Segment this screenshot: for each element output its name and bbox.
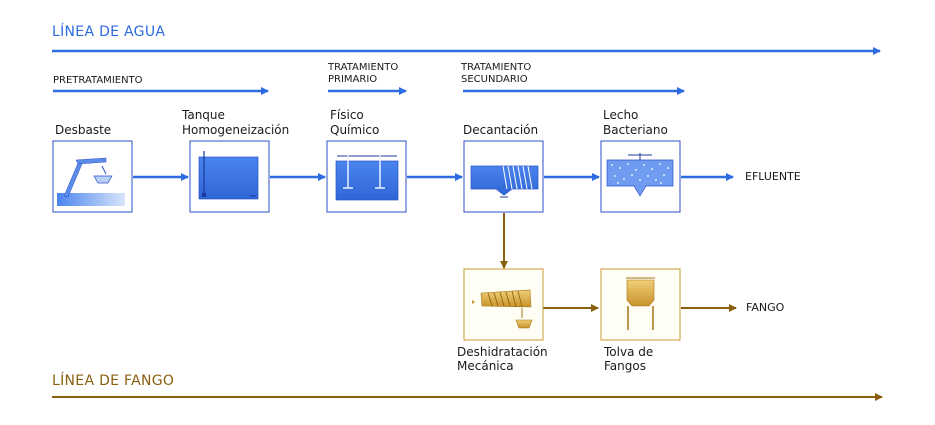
stage-primario-label-1: TRATAMIENTO: [328, 62, 399, 73]
desbaste-label: Desbaste: [55, 123, 112, 137]
efluente-label: EFLUENTE: [745, 170, 801, 183]
lecho-bacteriano-box: [600, 140, 681, 213]
tanque-label-1: Tanque: [182, 108, 225, 122]
decantacion-label: Decantación: [463, 123, 539, 137]
tolva-box: [600, 268, 681, 341]
deshidratacion-label-2: Mecánica: [457, 359, 514, 373]
stage-pretratamiento-label: PRETRATAMIENTO: [53, 75, 143, 86]
lecho-label-2: Bacteriano: [603, 123, 668, 137]
decantacion-box: [463, 140, 544, 213]
tolva-label-1: Tolva de: [604, 345, 654, 359]
fisico-label-1: Físico: [330, 108, 364, 122]
screen-icon: [63, 157, 113, 198]
deshidratacion-box: [463, 268, 544, 341]
lecho-label-1: Lecho: [603, 108, 639, 122]
fisico-label-2: Químico: [330, 123, 380, 137]
deshidratacion-label-1: Deshidratación: [457, 345, 548, 359]
stage-secundario-label-2: SECUNDARIO: [461, 74, 528, 85]
water-line-title: LÍNEA DE AGUA: [52, 24, 166, 40]
stage-secundario-label-1: TRATAMIENTO: [461, 62, 532, 73]
fango-label: FANGO: [746, 301, 785, 314]
fisico-quimico-box: [326, 140, 407, 213]
tanque-label-2: Homogeneización: [182, 123, 290, 137]
sludge-line-title: LÍNEA DE FANGO: [52, 373, 175, 389]
tolva-label-2: Fangos: [604, 359, 646, 373]
desbaste-box: [52, 140, 133, 213]
tanque-box: [189, 140, 270, 213]
stage-primario-label-2: PRIMARIO: [328, 74, 378, 85]
